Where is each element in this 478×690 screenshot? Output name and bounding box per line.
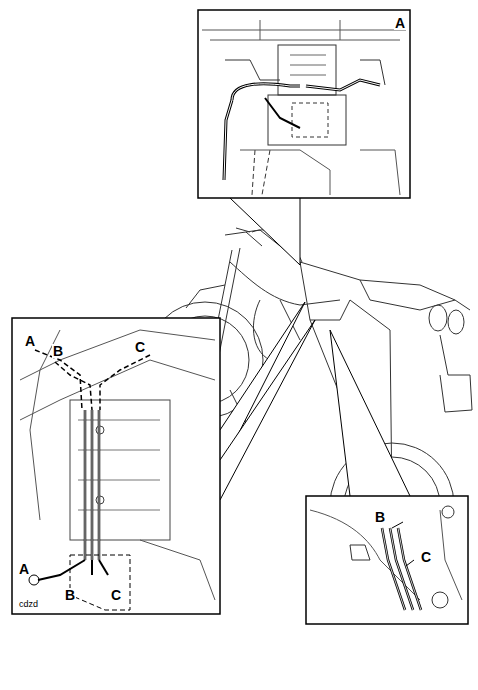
callout-letter: A: [394, 16, 406, 30]
callout-letter: B: [374, 510, 386, 524]
right-inset: [306, 496, 468, 624]
left-inset: [12, 318, 220, 614]
callout-letter: C: [134, 340, 146, 354]
callout-letter: B: [64, 588, 76, 602]
callout-letter: C: [110, 588, 122, 602]
figure-code: cdzd: [18, 600, 39, 609]
callout-letter: B: [52, 344, 64, 358]
callout-letter: A: [18, 562, 30, 576]
callout-letter: C: [420, 550, 432, 564]
callout-pointer: [220, 198, 410, 500]
top-inset: [198, 10, 410, 198]
callout-letter: A: [24, 334, 36, 348]
